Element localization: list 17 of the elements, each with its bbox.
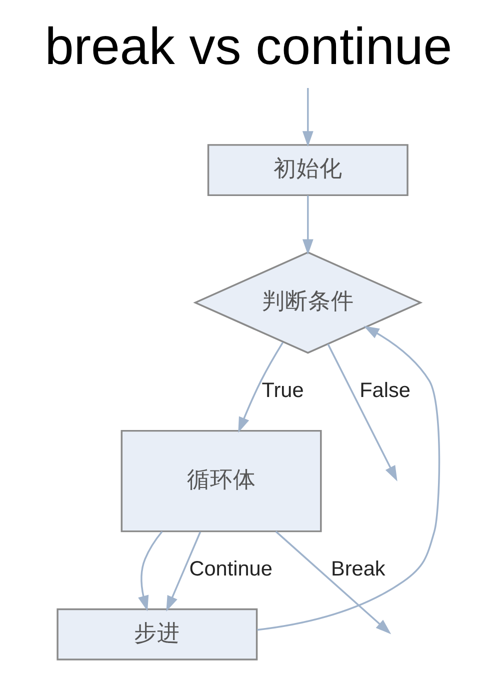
diagram-title: break vs continue bbox=[44, 18, 452, 76]
arrow bbox=[327, 344, 398, 482]
arrow bbox=[302, 88, 314, 147]
edge-label: True bbox=[262, 379, 304, 402]
edge-label: Break bbox=[331, 558, 386, 581]
node-box: 循环体 bbox=[120, 430, 322, 532]
arrow bbox=[257, 326, 440, 631]
node-box: 步进 bbox=[56, 608, 258, 660]
edge-label: False bbox=[360, 379, 410, 402]
arrow bbox=[238, 342, 284, 433]
node-box: 初始化 bbox=[207, 144, 408, 196]
arrow bbox=[138, 530, 163, 612]
edge-label: Continue bbox=[189, 558, 272, 581]
arrow bbox=[166, 532, 202, 612]
arrow bbox=[302, 195, 314, 255]
arrow bbox=[275, 530, 392, 634]
node-diamond: 判断条件 bbox=[193, 251, 423, 354]
